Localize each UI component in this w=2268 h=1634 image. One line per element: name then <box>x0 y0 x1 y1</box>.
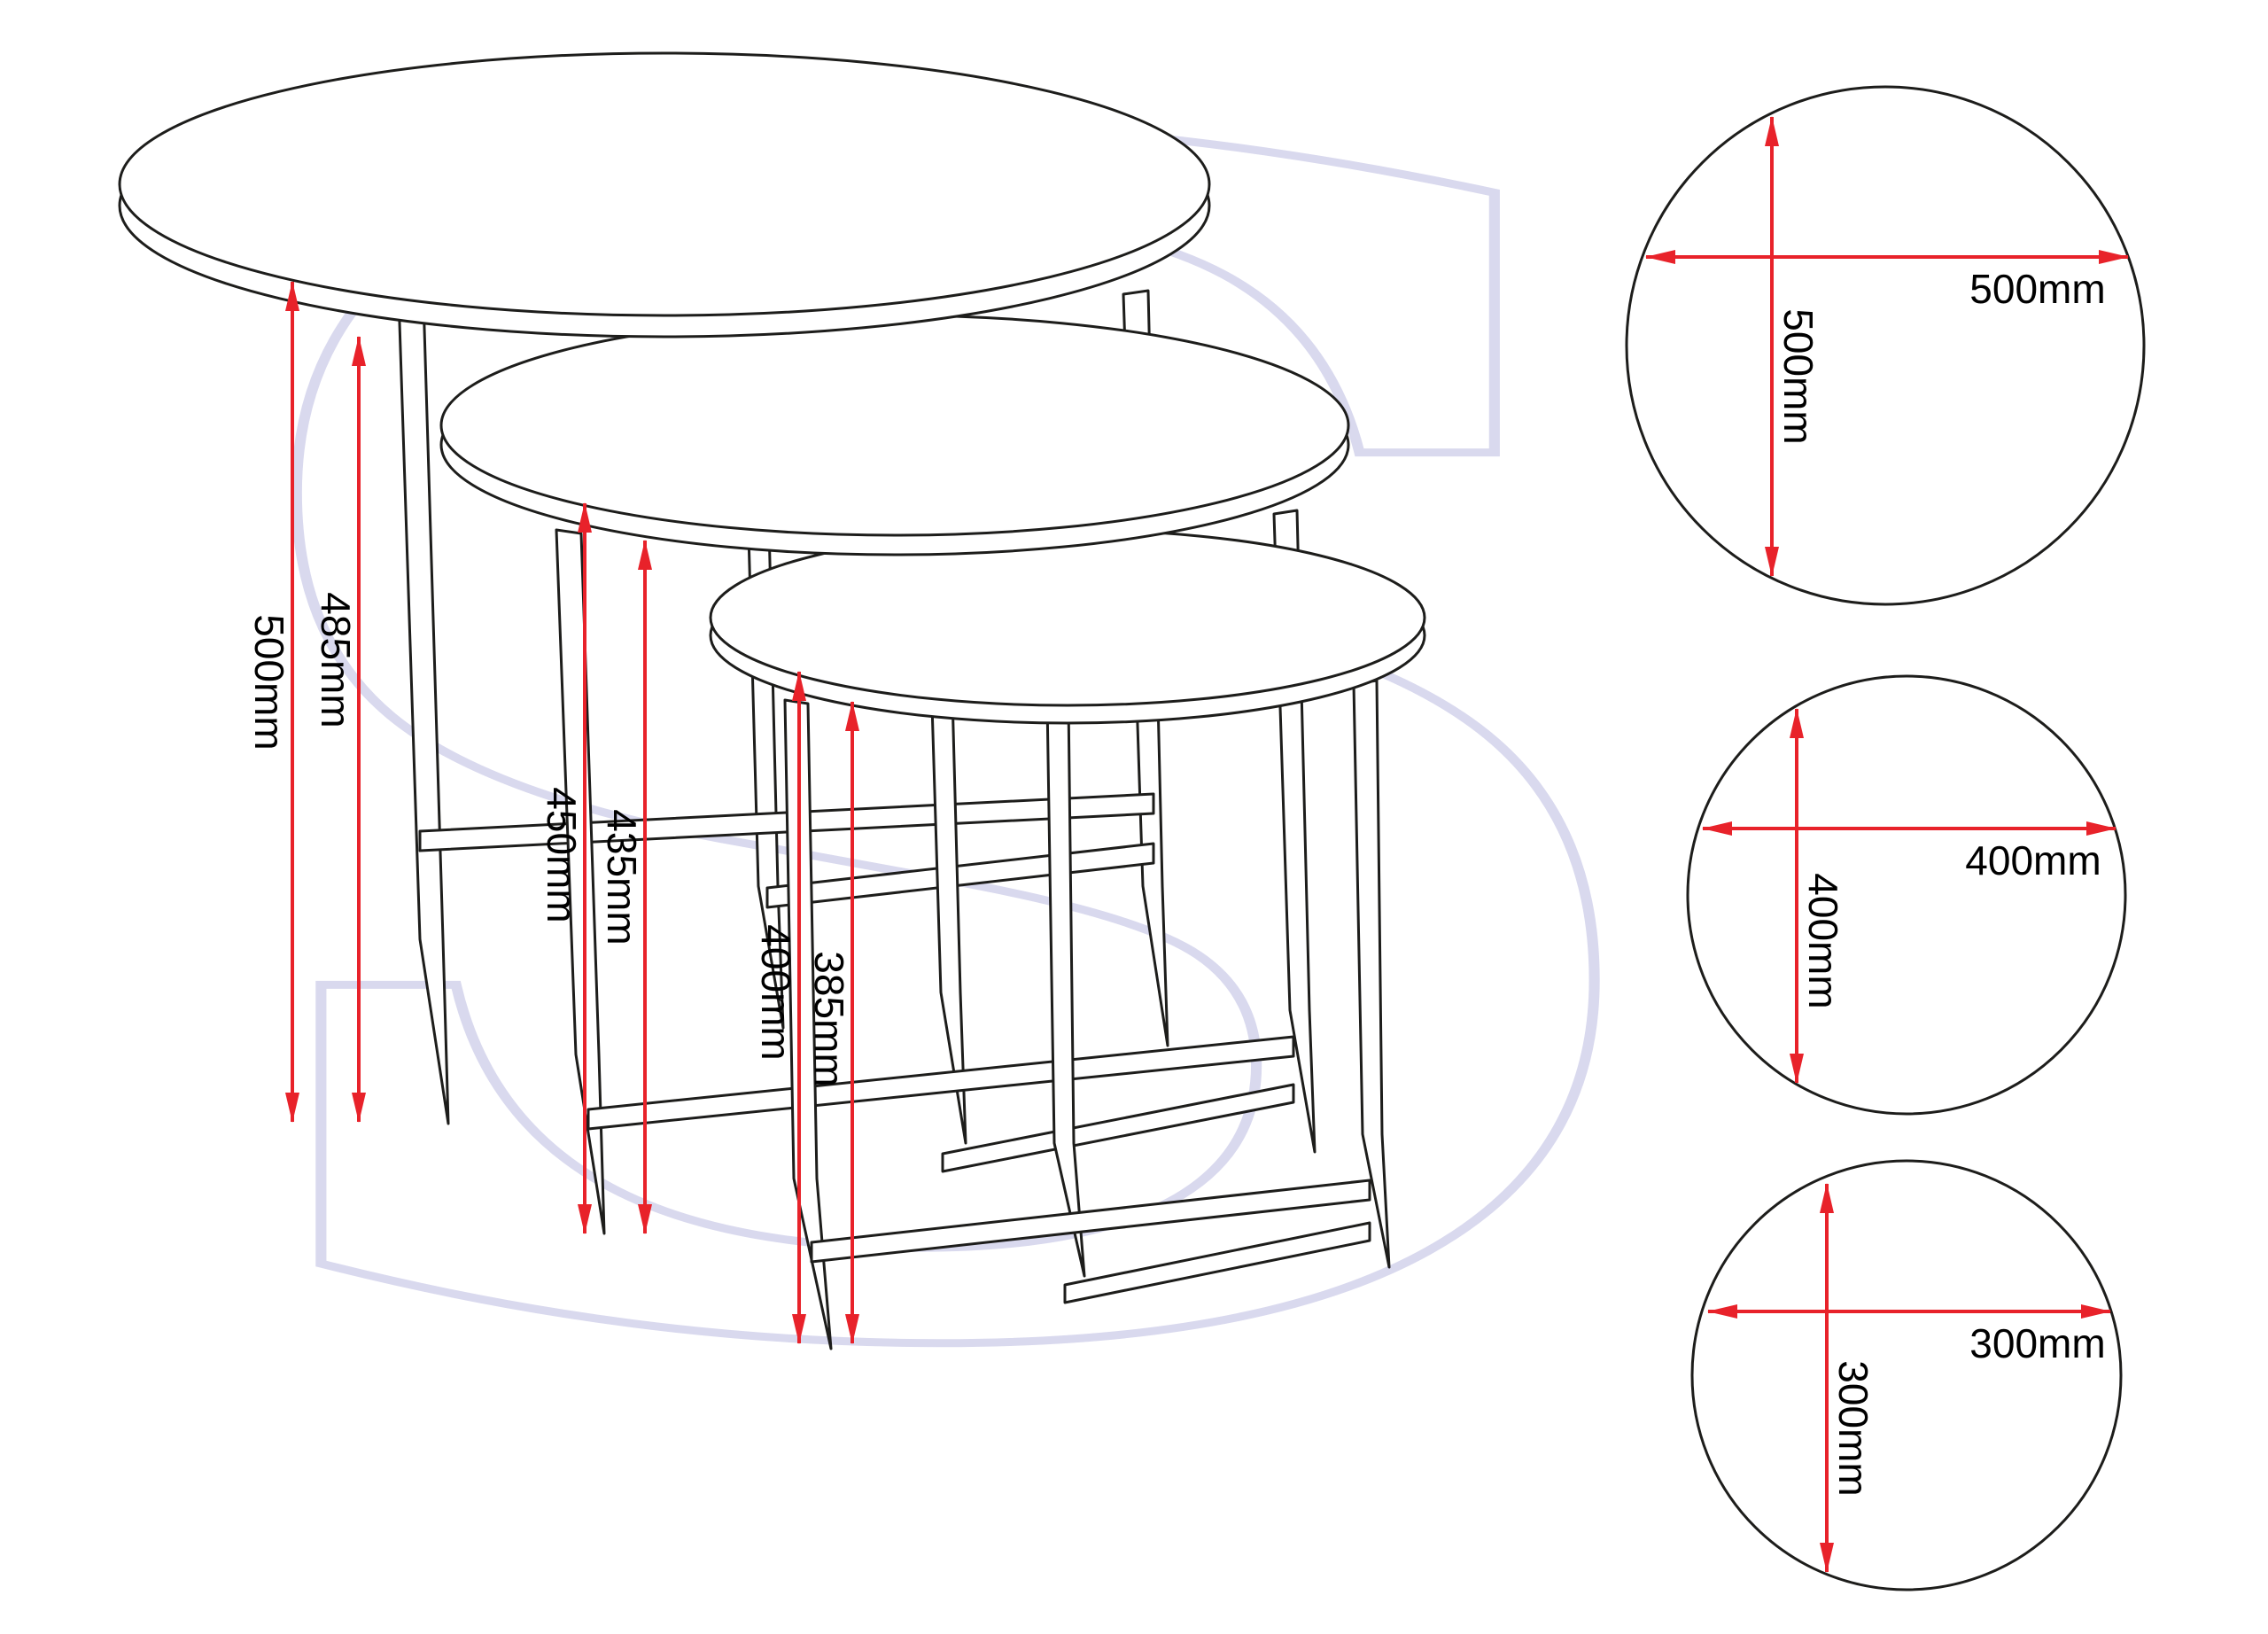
small-height-underside-label: 385mm <box>806 951 852 1086</box>
small-tabletop-circle <box>1690 1159 2123 1591</box>
small-top-width-label: 300mm <box>1969 1320 2105 1366</box>
tables-line-art <box>118 51 1426 1350</box>
medium-top-depth-label: 400mm <box>1800 873 1846 1008</box>
medium-top-width-label: 400mm <box>1965 837 2101 883</box>
small-table-stretcher-back <box>1063 1221 1371 1304</box>
medium-height-underside-label: 435mm <box>599 809 645 945</box>
dimension-arrows <box>285 116 2129 1573</box>
large-top-width-label: 500mm <box>1969 266 2105 312</box>
large-tabletop-circle <box>1625 85 2146 606</box>
small-table-stretcher-front <box>810 1179 1371 1264</box>
large-top-depth-label: 500mm <box>1775 308 1821 444</box>
large-height-underside-label: 485mm <box>313 592 359 728</box>
medium-table-stretcher-back <box>941 1083 1295 1173</box>
small-top-depth-label: 300mm <box>1830 1360 1876 1496</box>
small-table-top-surface <box>709 528 1426 707</box>
dimension-labels: 500mm 485mm 450mm 435mm 400mm 385mm 500m… <box>246 266 2106 1497</box>
medium-height-total-label: 450mm <box>539 787 585 922</box>
large-table-top-surface <box>118 51 1211 317</box>
medium-tabletop-circle <box>1686 674 2127 1116</box>
medium-table-top-surface <box>439 314 1350 537</box>
large-height-total-label: 500mm <box>246 614 292 750</box>
small-height-total-label: 400mm <box>753 924 799 1060</box>
